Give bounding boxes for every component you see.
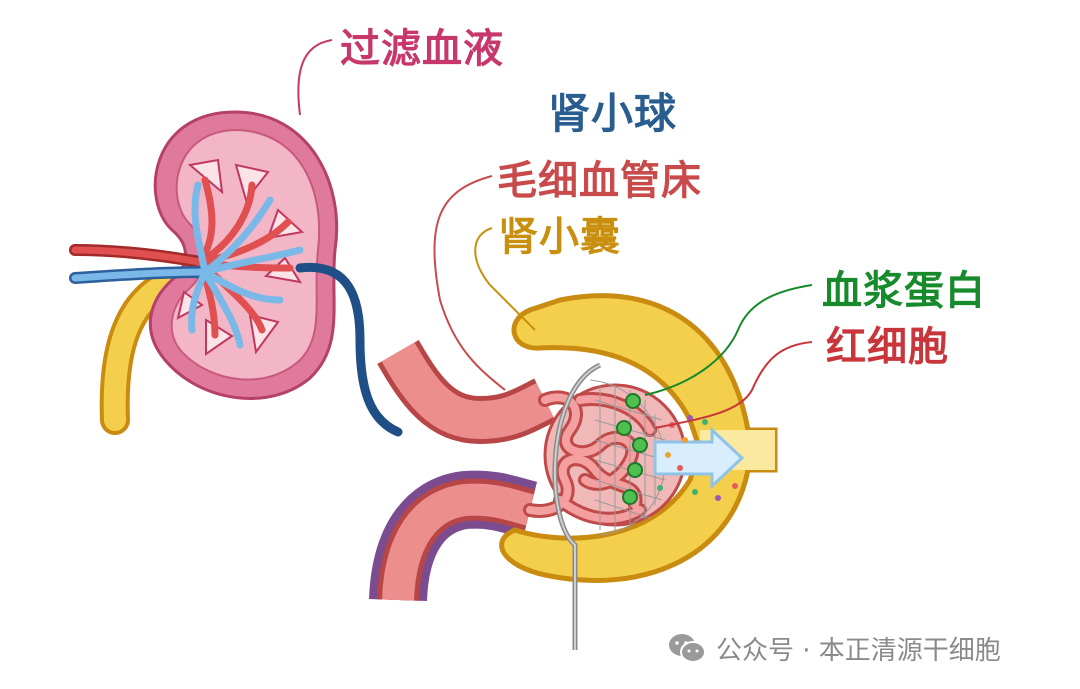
leader-red-blood-cell [654, 341, 813, 429]
leader-bowman-capsule [474, 227, 536, 331]
leader-filter-blood [297, 39, 333, 116]
label-red-blood-cell: 红细胞 [826, 324, 949, 370]
filtrate-particles [657, 415, 738, 501]
leader-plasma-protein [644, 284, 813, 396]
label-plasma-protein: 血浆蛋白 [822, 268, 986, 314]
label-capillary-bed: 毛细血管床 [497, 158, 702, 204]
leader-capillary-bed [433, 175, 506, 391]
vessel-blue [295, 262, 403, 437]
leader-lines [297, 39, 813, 429]
watermark-text: 公众号 · 本正清源干细胞 [716, 635, 1001, 666]
watermark: 公众号 · 本正清源干细胞 [668, 628, 1001, 668]
glomerulus-diagram [369, 293, 778, 650]
label-bowman-capsule: 肾小囊 [498, 214, 621, 260]
plasma-proteins [616, 393, 648, 505]
filtrate-arrow [653, 426, 745, 490]
wechat-icon [669, 634, 706, 663]
label-glomerulus: 肾小球 [548, 89, 678, 138]
label-filter-blood: 过滤血液 [340, 26, 504, 72]
kidney [69, 110, 403, 437]
